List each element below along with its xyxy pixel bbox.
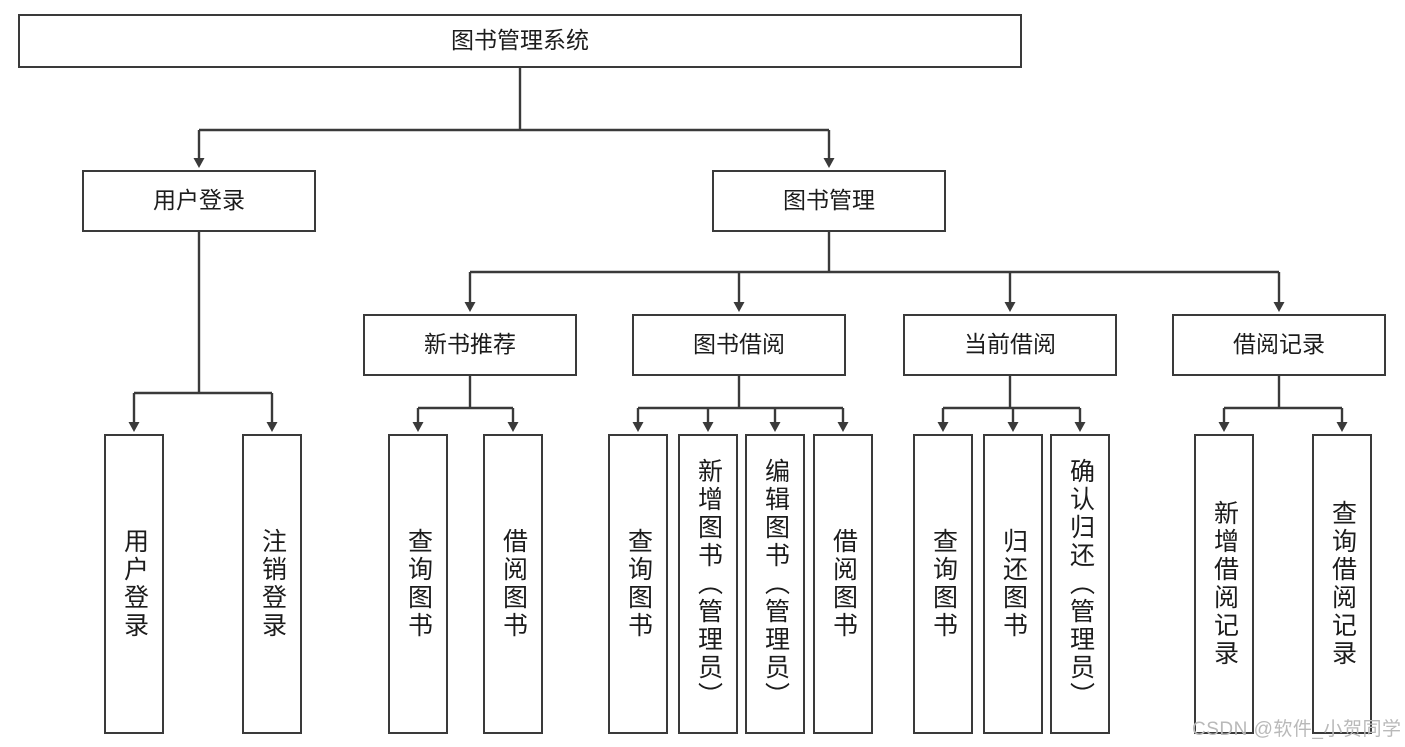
node-user-login[interactable]: 用户登录 [82,170,316,232]
node-label: 借阅记录 [1233,331,1325,358]
leaf-query-record[interactable]: 查询借阅记录 [1312,434,1372,734]
node-label: 新增借阅记录 [1210,500,1239,668]
leaf-borrow-book-rec[interactable]: 借阅图书 [483,434,543,734]
node-current-borrow[interactable]: 当前借阅 [903,314,1117,376]
node-label: 用户登录 [153,187,245,214]
leaf-add-book[interactable]: 新增图书（管理员） [678,434,738,734]
node-new-book-recommend[interactable]: 新书推荐 [363,314,577,376]
node-label: 图书管理 [783,187,875,214]
leaf-return-book[interactable]: 归还图书 [983,434,1043,734]
leaf-borrow-book[interactable]: 借阅图书 [813,434,873,734]
node-label: 借阅图书 [829,528,858,640]
node-label: 当前借阅 [964,331,1056,358]
leaf-query-book-cur[interactable]: 查询图书 [913,434,973,734]
node-book-manage[interactable]: 图书管理 [712,170,946,232]
node-label: 查询图书 [929,528,958,640]
node-root[interactable]: 图书管理系统 [18,14,1022,68]
node-label: 查询借阅记录 [1328,500,1357,668]
node-label: 用户登录 [120,528,149,640]
node-label: 借阅图书 [499,528,528,640]
leaf-query-book-borrow[interactable]: 查询图书 [608,434,668,734]
leaf-query-book-rec[interactable]: 查询图书 [388,434,448,734]
node-label: 确认归还（管理员） [1066,458,1095,710]
leaf-edit-book[interactable]: 编辑图书（管理员） [745,434,805,734]
node-label: 图书管理系统 [451,27,589,54]
node-label: 查询图书 [404,528,433,640]
node-label: 图书借阅 [693,331,785,358]
leaf-confirm-return[interactable]: 确认归还（管理员） [1050,434,1110,734]
node-label: 查询图书 [624,528,653,640]
node-label: 编辑图书（管理员） [761,458,790,710]
node-book-borrow[interactable]: 图书借阅 [632,314,846,376]
node-borrow-record[interactable]: 借阅记录 [1172,314,1386,376]
leaf-add-record[interactable]: 新增借阅记录 [1194,434,1254,734]
node-label: 归还图书 [999,528,1028,640]
leaf-logout[interactable]: 注销登录 [242,434,302,734]
node-label: 新书推荐 [424,331,516,358]
leaf-user-login[interactable]: 用户登录 [104,434,164,734]
node-label: 新增图书（管理员） [694,458,723,710]
csdn-watermark: CSDN @软件_小贺同学 [1192,719,1402,740]
node-label: 注销登录 [258,528,287,640]
